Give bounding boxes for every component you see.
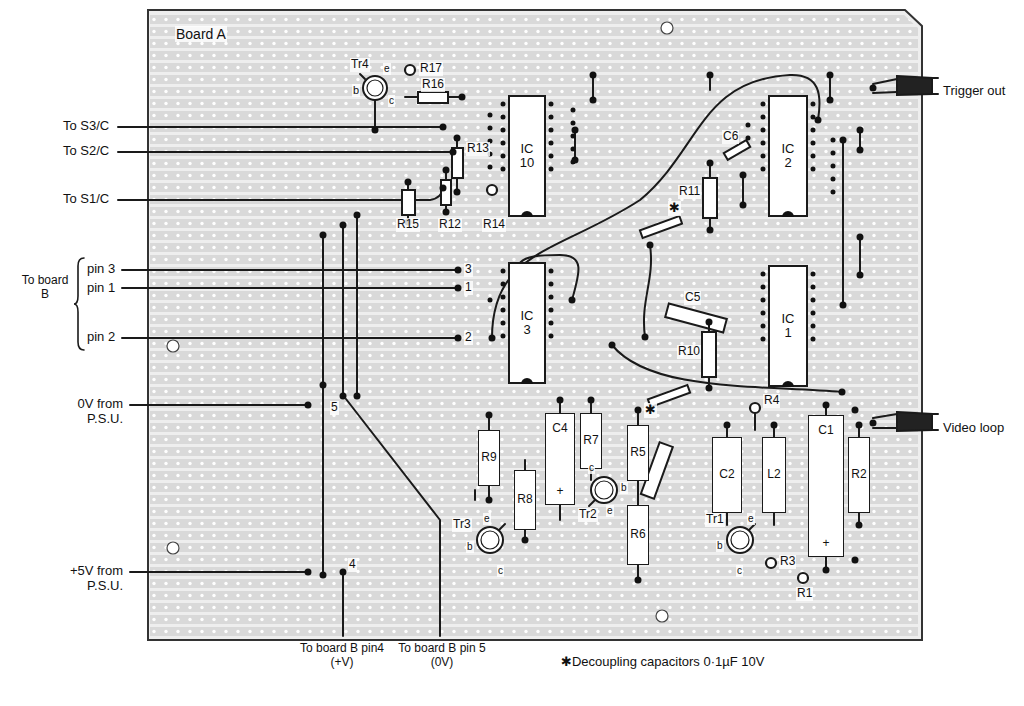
part-label: R17 [419, 62, 443, 76]
component-body: L2 [762, 437, 786, 513]
part-label: R16 [421, 78, 445, 92]
part-label: R1 [796, 587, 813, 601]
ic-outline: IC 1 [768, 265, 808, 387]
part-label: C6 [722, 130, 739, 144]
part-label: R4 [763, 394, 780, 408]
part-name: R7 [583, 434, 598, 447]
part-name: R5 [630, 446, 645, 459]
part-label: C5 [684, 291, 701, 305]
part-label: pin 3 [86, 262, 116, 277]
part-label: Tr1 [705, 513, 725, 527]
component-body: C2 [712, 437, 742, 513]
wire-destination: To board B pin 5 (0V) [388, 642, 496, 670]
part-label: e [606, 505, 614, 517]
part-label: c [497, 565, 504, 577]
part-name: R8 [517, 493, 532, 506]
part-label: b [716, 540, 724, 552]
part-label: R12 [438, 218, 462, 232]
part-label: b [352, 84, 360, 97]
part-label: 3 [464, 263, 473, 277]
wire-destination: To S2/C [62, 144, 110, 159]
supply-label: 0V from P.S.U. [56, 397, 124, 427]
part-name: R2 [851, 468, 866, 481]
capacitor-body: C1 + [808, 415, 844, 557]
connector-label: Trigger out [942, 84, 1006, 99]
part-name: IC 2 [778, 142, 798, 171]
connector-label: Video loop [942, 421, 1005, 436]
part-label: 5 [330, 401, 339, 415]
ic-outline: IC 2 [768, 95, 808, 217]
component-body: R7 [580, 413, 602, 469]
part-label: R15 [396, 218, 420, 232]
part-label: pin 2 [86, 330, 116, 345]
part-label: R14 [482, 218, 506, 232]
part-name: IC 1 [778, 312, 798, 341]
note-marker: ✱ [644, 403, 657, 418]
component-body: R2 [848, 437, 870, 513]
part-name: C4 [552, 422, 567, 435]
part-label: R11 [678, 185, 701, 199]
part-label: R3 [779, 555, 796, 569]
wire-destination: To S3/C [62, 119, 110, 134]
part-label: e [747, 513, 755, 525]
part-label: Tr3 [452, 518, 472, 532]
part-label: 1 [464, 281, 473, 295]
ic-outline: IC 3 [508, 262, 546, 384]
component-body: R5 [627, 425, 649, 481]
component-body: R6 [627, 505, 649, 565]
ic-outline: IC 10 [508, 95, 546, 217]
part-label: c [736, 565, 743, 577]
part-name: R6 [630, 528, 645, 541]
component-body: R9 [478, 430, 500, 486]
bracket-label: To board B [18, 274, 72, 302]
part-name: C2 [719, 468, 734, 481]
polarity-mark: + [556, 485, 563, 498]
part-name: L2 [767, 468, 780, 481]
component-body: R8 [514, 470, 536, 530]
part-label: b [466, 541, 474, 553]
part-label: c [388, 95, 395, 107]
wire-destination: To S1/C [62, 192, 110, 207]
part-label: Tr4 [350, 58, 370, 72]
polarity-mark: + [822, 537, 829, 550]
capacitor-body: C4 + [545, 413, 575, 505]
part-name: IC 3 [517, 309, 537, 338]
part-label: c [588, 462, 595, 474]
part-label: e [483, 513, 491, 525]
part-label: 2 [464, 331, 473, 345]
part-name: C1 [818, 424, 833, 437]
part-label: R10 [677, 345, 701, 359]
wire-destination: To board B pin4 (+V) [288, 642, 396, 670]
board-title: Board A [175, 26, 227, 42]
part-name: IC 10 [517, 142, 537, 171]
supply-label: +5V from P.S.U. [56, 564, 124, 594]
part-label: pin 1 [86, 281, 116, 296]
part-name: R9 [481, 451, 496, 464]
note-marker: ✱ [668, 201, 681, 216]
part-label: e [383, 63, 391, 75]
footnote: ✱Decoupling capacitors 0·1µF 10V [560, 655, 765, 670]
part-label: 4 [348, 558, 357, 572]
part-label: R13 [466, 142, 490, 156]
part-label: b [620, 482, 628, 494]
part-label: Tr2 [578, 508, 598, 522]
